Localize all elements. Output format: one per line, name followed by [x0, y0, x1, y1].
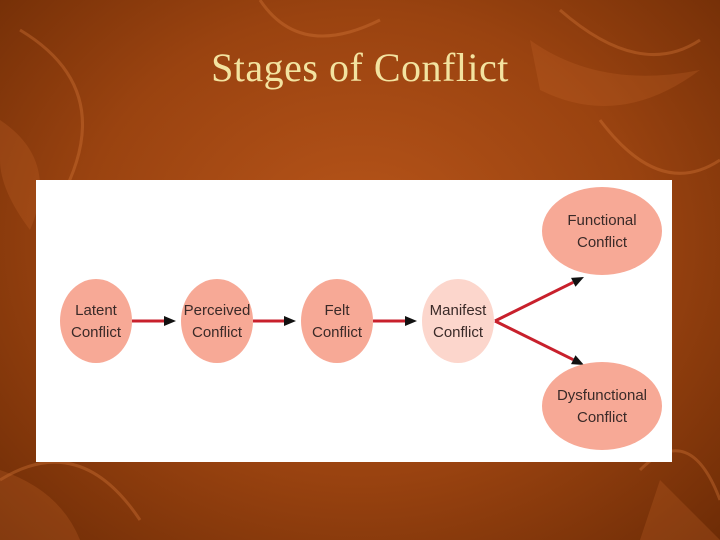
- arrowhead-manifest-to-functional: [571, 277, 584, 287]
- edge-manifest-to-functional: [494, 280, 574, 323]
- node-functional-label-line-2: Conflict: [577, 234, 628, 251]
- node-manifest-label-line-2: Conflict: [433, 324, 484, 341]
- node-manifest-shape: [422, 279, 494, 363]
- node-dysfunctional-label-line-1: Dysfunctional: [557, 387, 647, 404]
- node-perceived-label-line-2: Conflict: [192, 324, 243, 341]
- node-dysfunctional-shape: [542, 362, 662, 450]
- arrowhead-manifest-to-dysfunctional: [571, 355, 584, 365]
- node-latent-shape: [60, 279, 132, 363]
- node-perceived-shape: [181, 279, 253, 363]
- node-felt-label-line-2: Conflict: [312, 324, 363, 341]
- arrowhead-latent-to-perceived: [164, 316, 176, 326]
- node-latent-label-line-1: Latent: [75, 302, 118, 319]
- node-manifest-label-line-1: Manifest: [430, 302, 488, 319]
- node-perceived-label-line-1: Perceived: [184, 302, 251, 319]
- arrowhead-perceived-to-felt: [284, 316, 296, 326]
- node-latent-label-line-2: Conflict: [71, 324, 122, 341]
- slide-title: Stages of Conflict: [211, 45, 509, 90]
- node-functional-label-line-1: Functional: [567, 212, 636, 229]
- node-felt-label-line-1: Felt: [324, 302, 350, 319]
- arrowhead-felt-to-manifest: [405, 316, 417, 326]
- conflict-stages-diagram: LatentConflictPerceivedConflictFeltConfl…: [60, 187, 662, 450]
- node-felt-shape: [301, 279, 373, 363]
- node-functional-shape: [542, 187, 662, 275]
- edge-manifest-to-dysfunctional: [494, 319, 574, 362]
- node-dysfunctional-label-line-2: Conflict: [577, 409, 628, 426]
